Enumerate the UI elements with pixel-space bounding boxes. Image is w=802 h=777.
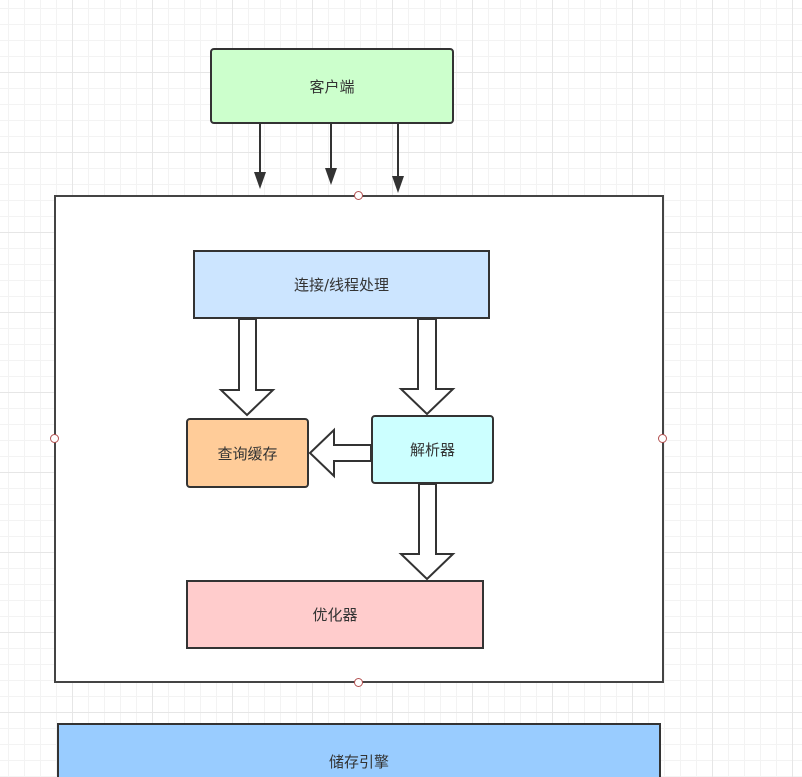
container-handle-left[interactable] [50,434,59,443]
client-arrow-3[interactable] [392,124,404,193]
client-label: 客户端 [309,77,355,96]
client-arrow-1[interactable] [254,124,266,189]
container-handle-right[interactable] [658,434,667,443]
query-cache-label: 查询缓存 [217,444,278,463]
optimizer-node[interactable]: 优化器 [186,580,484,649]
container-handle-bottom[interactable] [354,678,363,687]
parser-label: 解析器 [409,441,455,459]
connection-label: 连接/线程处理 [293,276,390,294]
connection-node[interactable]: 连接/线程处理 [193,250,490,319]
container-handle-top[interactable] [354,191,363,200]
storage-engine-node[interactable]: 储存引擎 [57,723,661,777]
parser-node[interactable]: 解析器 [371,415,494,484]
client-node[interactable]: 客户端 [210,48,454,124]
storage-engine-label: 储存引擎 [328,753,389,771]
query-cache-node[interactable]: 查询缓存 [186,418,309,488]
optimizer-label: 优化器 [312,606,358,624]
client-arrow-2[interactable] [325,124,337,185]
